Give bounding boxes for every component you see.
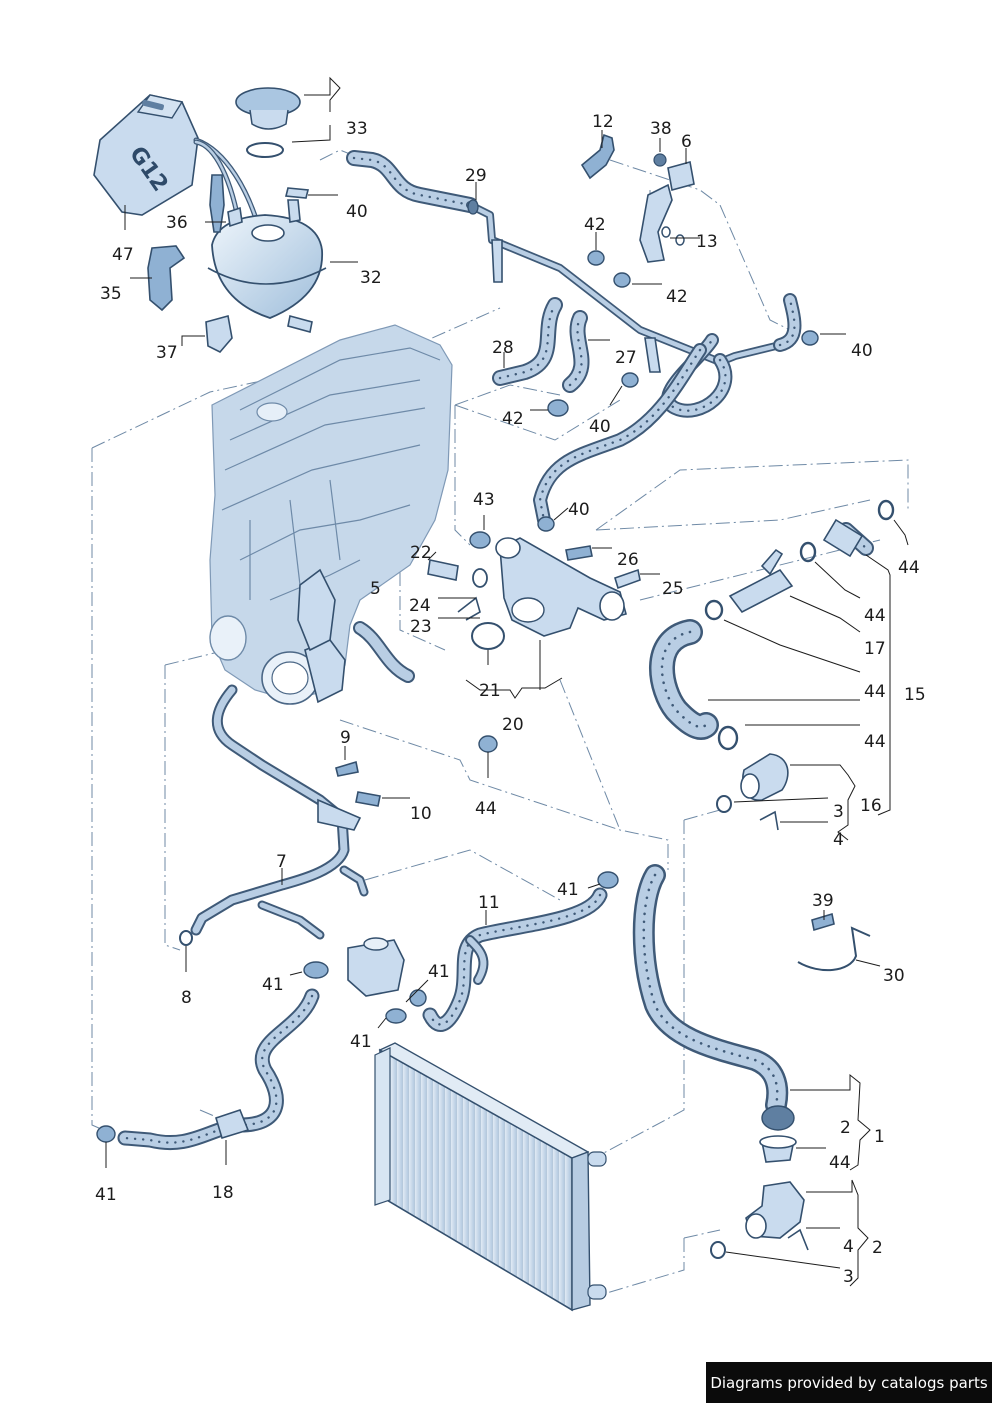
callout-11: 11 xyxy=(478,893,500,913)
callout-44b: 44 xyxy=(898,558,920,578)
callout-35: 35 xyxy=(100,284,122,304)
lower-radiator-hose xyxy=(632,864,871,1259)
callout-42a: 42 xyxy=(584,215,606,235)
callout-10: 10 xyxy=(410,804,432,824)
callout-43: 43 xyxy=(473,490,495,510)
callout-21: 21 xyxy=(479,681,501,701)
footer-text: Diagrams provided by catalogs parts xyxy=(710,1373,988,1392)
callout-5: 5 xyxy=(370,579,381,599)
callout-39: 39 xyxy=(812,891,834,911)
level-sensor xyxy=(209,174,225,233)
callout-24: 24 xyxy=(409,596,431,616)
callout-27: 27 xyxy=(615,348,637,368)
callout-33: 33 xyxy=(346,119,368,139)
radiator xyxy=(374,1042,607,1312)
callout-40d: 40 xyxy=(568,500,590,520)
connecting-pipe xyxy=(728,568,794,614)
callout-7: 7 xyxy=(276,852,287,872)
retaining-clip xyxy=(205,314,233,353)
callout-41e: 41 xyxy=(95,1185,117,1205)
callout-44d: 44 xyxy=(864,682,886,702)
callout-41d: 41 xyxy=(350,1032,372,1052)
footer-credit: Diagrams provided by catalogs parts xyxy=(706,1362,992,1403)
hose-clamps xyxy=(96,199,819,1143)
callout-8: 8 xyxy=(181,988,192,1008)
callout-41b: 41 xyxy=(428,962,450,982)
callout-41a: 41 xyxy=(557,880,579,900)
lower-pipes xyxy=(117,684,381,1151)
expansion-tank-group: G12 xyxy=(93,87,327,353)
hose-11-group xyxy=(347,887,608,1032)
callout-20: 20 xyxy=(502,715,524,735)
engine-block xyxy=(209,324,453,705)
callout-17: 17 xyxy=(864,639,886,659)
coolant-flange-group xyxy=(353,537,641,683)
callout-40c: 40 xyxy=(589,417,611,437)
callout-42c: 42 xyxy=(502,409,524,429)
callout-40: 40 xyxy=(346,202,368,222)
callout-36: 36 xyxy=(166,213,188,233)
callout-29: 29 xyxy=(465,166,487,186)
callout-13: 13 xyxy=(696,232,718,252)
callout-2a: 2 xyxy=(840,1118,851,1138)
callout-28: 28 xyxy=(492,338,514,358)
callout-41c: 41 xyxy=(262,975,284,995)
callout-25: 25 xyxy=(662,579,684,599)
callout-30: 30 xyxy=(883,966,905,986)
tank-bracket xyxy=(147,245,186,312)
callout-40b: 40 xyxy=(851,341,873,361)
callout-4b: 4 xyxy=(843,1237,854,1257)
callout-44e: 44 xyxy=(864,732,886,752)
callout-12: 12 xyxy=(592,112,614,132)
callout-38: 38 xyxy=(650,119,672,139)
callout-2b: 2 xyxy=(872,1238,883,1258)
callout-26: 26 xyxy=(617,550,639,570)
callout-1: 1 xyxy=(874,1127,885,1147)
cap-seal-ring xyxy=(246,142,284,158)
callout-42b: 42 xyxy=(666,287,688,307)
expansion-tank xyxy=(211,214,323,319)
small-reservoir xyxy=(347,939,405,997)
callout-22: 22 xyxy=(410,543,432,563)
callout-18: 18 xyxy=(212,1183,234,1203)
callout-47: 47 xyxy=(112,245,134,265)
callout-6: 6 xyxy=(681,132,692,152)
callout-44f: 44 xyxy=(829,1153,851,1173)
callout-16: 16 xyxy=(860,796,882,816)
callout-32: 32 xyxy=(360,268,382,288)
callout-9: 9 xyxy=(340,728,351,748)
callout-44c: 44 xyxy=(864,606,886,626)
callout-44a: 44 xyxy=(475,799,497,819)
callout-4a: 4 xyxy=(833,830,844,850)
callout-37: 37 xyxy=(156,343,178,363)
top-right-fittings xyxy=(580,133,695,263)
callout-3a: 3 xyxy=(833,802,844,822)
callout-23: 23 xyxy=(410,617,432,637)
callout-15: 15 xyxy=(904,685,926,705)
bracket-12 xyxy=(580,133,615,180)
leader-lines xyxy=(105,76,909,1287)
upper-hoses xyxy=(346,150,802,527)
right-hose-assembly xyxy=(649,499,895,831)
callout-labels: 33 40 36 47 32 35 37 29 12 38 6 42 13 42… xyxy=(95,112,926,1287)
callout-3b: 3 xyxy=(843,1267,854,1287)
